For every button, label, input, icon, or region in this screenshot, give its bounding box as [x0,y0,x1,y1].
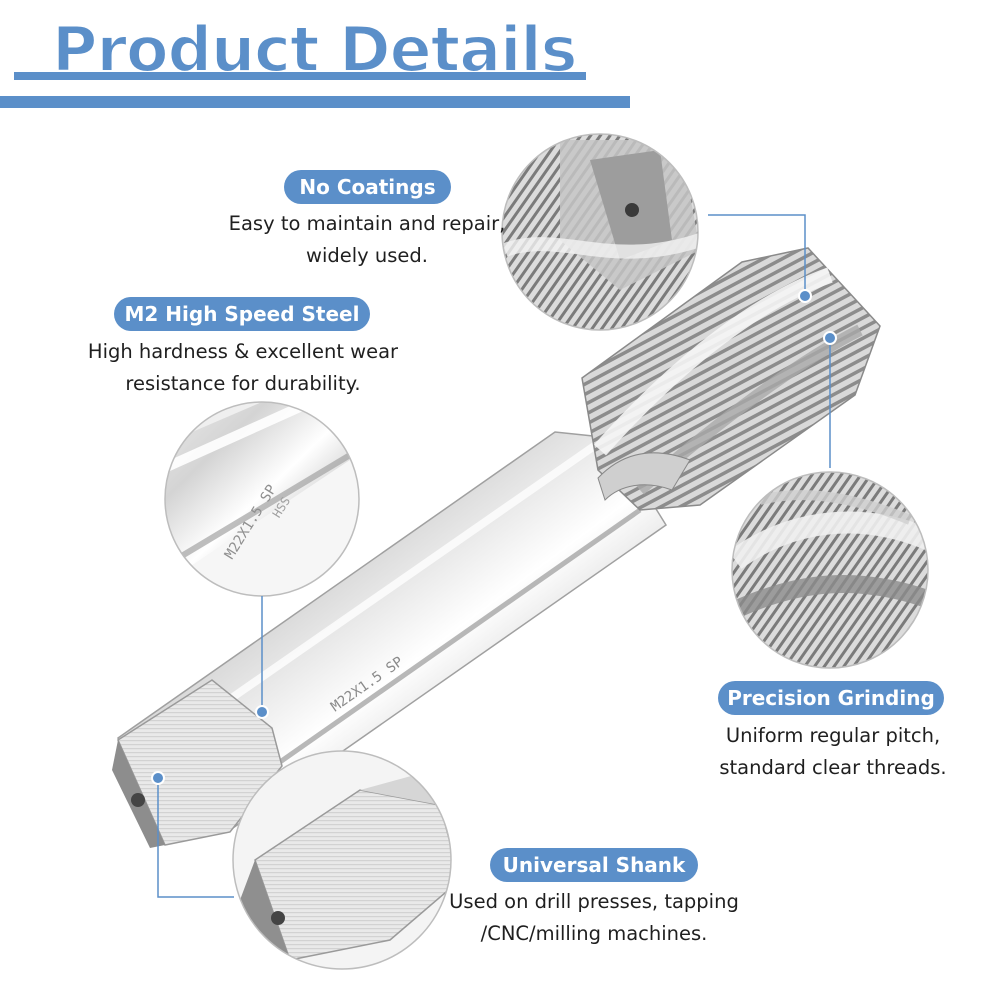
callout-dots [151,289,837,785]
feature-desc-line: Used on drill presses, tapping [449,890,739,913]
feature-desc-universal-shank: Used on drill presses, tapping /CNC/mill… [428,886,760,950]
feature-desc-line: High hardness & excellent wear [87,340,399,363]
title-underline [14,72,586,80]
closeup-tap-end [501,133,699,331]
callout-lines [157,214,831,898]
feature-desc-line: /CNC/milling machines. [480,922,708,945]
feature-desc-no-coatings: Easy to maintain and repair, widely used… [214,208,520,272]
feature-badge-universal-shank: Universal Shank [490,848,698,882]
feature-desc-line: resistance for durability. [125,372,361,395]
title-rule [0,96,630,108]
feature-desc-line: widely used. [306,244,428,267]
feature-badge-no-coatings: No Coatings [284,170,451,204]
tap-thread-head [581,247,881,511]
feature-badge-m2-high-speed-steel: M2 High Speed Steel [114,297,370,331]
closeup-thread-flute [731,471,929,669]
feature-desc-line: standard clear threads. [719,756,947,779]
feature-badge-precision-grinding: Precision Grinding [718,681,944,715]
feature-desc-line: Easy to maintain and repair, [228,212,506,235]
feature-desc-m2-high-speed-steel: High hardness & excellent wear resistanc… [76,336,410,400]
feature-desc-precision-grinding: Uniform regular pitch, standard clear th… [700,720,966,784]
tap-shank [112,431,668,848]
feature-desc-line: Uniform regular pitch, [725,724,941,747]
